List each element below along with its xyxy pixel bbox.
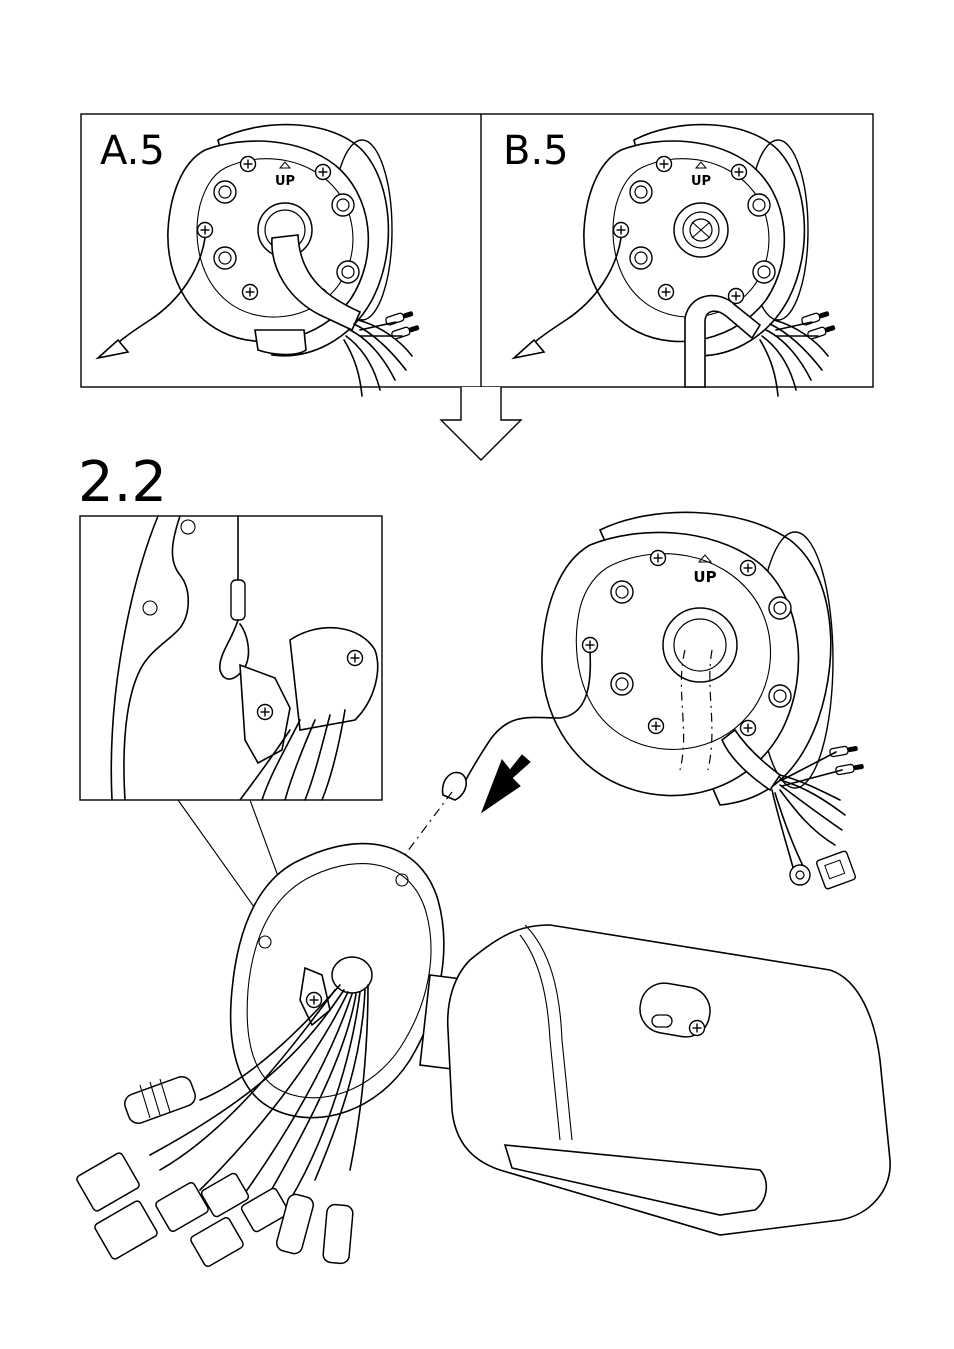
- round-connector: [122, 1074, 198, 1126]
- step-label: 2.2: [78, 450, 167, 515]
- connector-icon: [816, 850, 856, 889]
- up-marker-a: UP: [275, 174, 295, 189]
- up-marker-step: UP: [693, 568, 716, 586]
- camera-illustration: [231, 844, 890, 1235]
- merge-arrow-icon: [441, 387, 521, 460]
- panel-label-b5: B.5: [503, 128, 569, 174]
- panel-label-a5: A.5: [100, 128, 165, 174]
- up-marker-b: UP: [691, 174, 711, 189]
- junction-box-illustration: UP: [443, 512, 865, 889]
- arrow-down-icon: [482, 755, 530, 812]
- detail-inset: [80, 516, 382, 800]
